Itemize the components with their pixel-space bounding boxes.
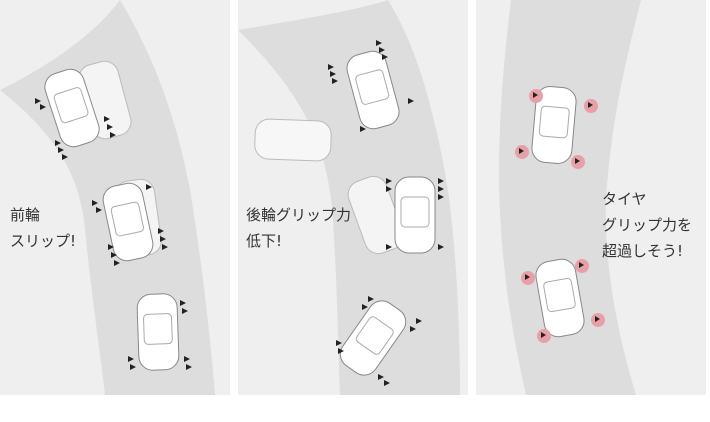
caption-line: 後輪グリップ力 [246,206,352,224]
road-diagram [238,0,460,395]
caption-line: グリップ力を [602,216,693,234]
caption: 後輪グリップ力低下! [246,202,351,254]
panel-rear-grip-loss: 後輪グリップ力低下! [238,0,468,395]
panel-tire-grip-limit: タイヤグリップ力を超過しそう! [476,0,706,395]
car [531,86,577,164]
caption-line: 前輪 [10,206,41,224]
caption-line: タイヤ [602,190,647,208]
car [394,176,436,254]
road-diagram [499,0,641,395]
car [339,300,407,376]
caption-line: スリップ! [10,232,77,250]
caption-line: 超過しそう! [602,242,684,260]
slip-arrows [328,40,444,386]
caption: タイヤグリップ力を超過しそう! [602,186,692,264]
car-ghost [254,118,332,162]
road-diagram [0,0,215,395]
car [136,293,180,371]
caption-line: 低下! [246,232,283,250]
car [44,68,100,148]
car [535,258,585,338]
caption: 前輪スリップ! [10,202,76,254]
car [102,182,154,262]
panel-front-wheel-slip: 前輪スリップ! [0,0,230,395]
car [346,50,400,130]
